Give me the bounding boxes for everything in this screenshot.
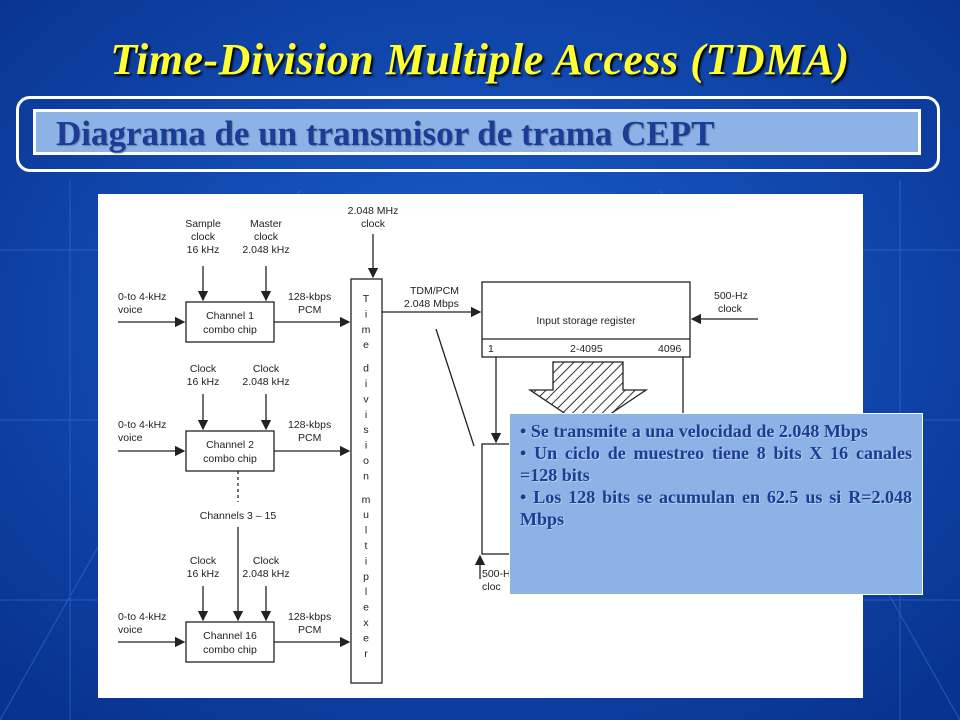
note-item: • Los 128 bits se acumulan en 62.5 us si… — [520, 487, 912, 529]
multiplexer-letter: n — [363, 470, 369, 482]
ch2-clock2048-label: 2.048 kHz — [242, 376, 289, 388]
pcm-label-16: PCM — [298, 624, 321, 636]
register-title: Input storage register — [536, 315, 636, 327]
channel2-label: Channel 2 — [206, 439, 254, 451]
multiplexer-letter: i — [365, 378, 367, 390]
multiplexer-letter: m — [362, 324, 371, 336]
channel2-box — [185, 430, 275, 472]
multiplexer-letter: e — [363, 602, 369, 614]
channel1-label: combo chip — [203, 324, 257, 336]
voice-label-2: voice — [118, 432, 143, 444]
multiplexer-letter: x — [363, 617, 369, 629]
multiplexer-letter: i — [365, 440, 367, 452]
multiplexer-letter: t — [365, 540, 368, 552]
multiplexer-box — [350, 278, 383, 684]
multiplexer-letter: T — [363, 293, 370, 305]
sample-clock-label: 16 kHz — [187, 244, 220, 256]
voice-label-1: voice — [118, 304, 143, 316]
multiplexer-letter: o — [363, 455, 369, 467]
master-clock-label: 2.048 MHz — [348, 205, 399, 217]
tdm-label: 2.048 Mbps — [404, 298, 459, 310]
voice-label-2: 0-to 4-kHz — [118, 419, 166, 431]
sample-clock-label: Sample — [185, 218, 221, 230]
note-item: • Un ciclo de muestreo tiene 8 bits X 16… — [520, 443, 912, 485]
sample-clock-label: clock — [191, 231, 216, 243]
subtitle-band: Diagrama de un transmisor de trama CEPT — [33, 109, 921, 155]
ch1-master-clock-label: Master — [250, 218, 283, 230]
notes-box: • Se transmite a una velocidad de 2.048 … — [509, 413, 923, 595]
diagram-labels: 2.048 MHz clock Sample clock 16 kHz Mast… — [118, 205, 748, 660]
voice-label-1: 0-to 4-kHz — [118, 291, 166, 303]
multiplexer-letter: i — [365, 409, 367, 421]
pcm-label-16: 128-kbps — [288, 611, 331, 623]
tdm-label: TDM/PCM — [410, 285, 459, 297]
channel16-label: Channel 16 — [203, 630, 257, 642]
slide-title: Time-Division Multiple Access (TDMA) — [110, 35, 850, 84]
ch2-clock2048-label: Clock — [253, 363, 280, 375]
multiplexer-letter: l — [365, 586, 367, 598]
multiplexer-letter: s — [363, 424, 368, 436]
pcm-label-2: PCM — [298, 432, 321, 444]
ch1-master-clock-label: clock — [254, 231, 279, 243]
register-bit-last: 4096 — [658, 343, 682, 355]
voice-label-16: voice — [118, 624, 143, 636]
pcm-label-2: 128-kbps — [288, 419, 331, 431]
clock500-lower-label: 500-H — [482, 568, 511, 580]
channels-mid-label: Channels 3 – 15 — [200, 510, 277, 522]
multiplexer-letter: r — [364, 648, 368, 660]
ch16-clock2048-label: 2.048 kHz — [242, 568, 289, 580]
channel16-label: combo chip — [203, 644, 257, 656]
channel1-label: Channel 1 — [206, 310, 254, 322]
note-item: • Se transmite a una velocidad de 2.048 … — [520, 421, 868, 441]
multiplexer-letter: i — [365, 308, 367, 320]
multiplexer-letter: v — [363, 393, 369, 405]
multiplexer-letter: m — [362, 494, 371, 506]
register-bit-1: 1 — [488, 343, 494, 355]
multiplexer-letter: p — [363, 571, 369, 583]
master-clock-label: clock — [361, 218, 386, 230]
multiplexer-letter: e — [363, 632, 369, 644]
clock500-label: 500-Hz — [714, 290, 748, 302]
ch16-clock2048-label: Clock — [253, 555, 280, 567]
multiplexer-letter: e — [363, 339, 369, 351]
clock500-label: clock — [718, 303, 743, 315]
multiplexer-letter: d — [363, 363, 369, 375]
ch2-clock16-label: 16 kHz — [187, 376, 220, 388]
subtitle-frame: Diagrama de un transmisor de trama CEPT — [16, 96, 940, 172]
ch16-clock16-label: Clock — [190, 555, 217, 567]
transfer-arrow — [527, 361, 649, 430]
clock500-lower-label: cloc — [482, 581, 501, 593]
slide-subtitle: Diagrama de un transmisor de trama CEPT — [56, 114, 715, 153]
channel1-box — [185, 301, 275, 343]
register-bit-mid: 2-4095 — [570, 343, 603, 355]
multiplexer-letter: i — [365, 555, 367, 567]
multiplexer-letter: u — [363, 509, 369, 521]
voice-label-16: 0-to 4-kHz — [118, 611, 166, 623]
pcm-label-1: PCM — [298, 304, 321, 316]
multiplexer-letter: l — [365, 525, 367, 537]
storage-register-box — [481, 281, 691, 358]
channel2-label: combo chip — [203, 453, 257, 465]
channel16-box — [185, 621, 275, 663]
ch2-clock16-label: Clock — [190, 363, 217, 375]
ch16-clock16-label: 16 kHz — [187, 568, 220, 580]
ch1-master-clock-label: 2.048 kHz — [242, 244, 289, 256]
pcm-label-1: 128-kbps — [288, 291, 331, 303]
